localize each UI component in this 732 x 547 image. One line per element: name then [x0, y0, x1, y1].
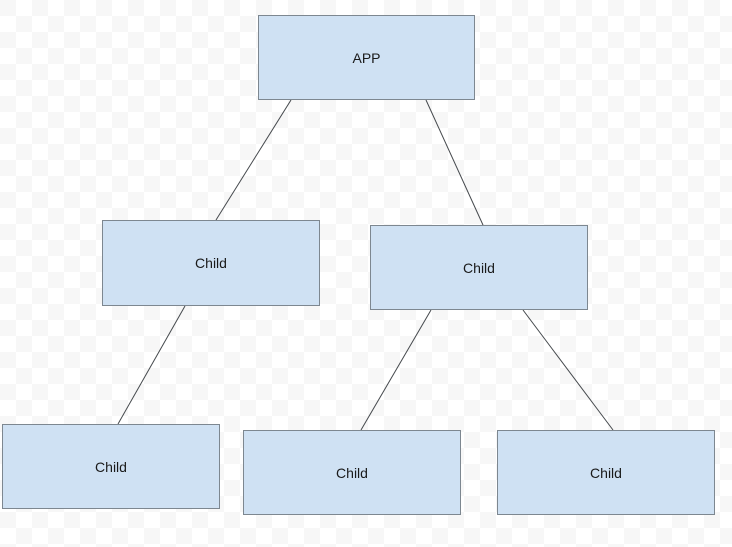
node-child-right-label: Child: [463, 259, 495, 276]
edge-child-right-to-bottom-middle[interactable]: [360, 309, 432, 431]
node-app-label: APP: [352, 49, 381, 66]
node-child-bottom-left[interactable]: Child: [2, 424, 220, 509]
node-app[interactable]: APP: [258, 15, 475, 100]
node-child-left-label: Child: [195, 255, 227, 271]
node-child-right[interactable]: Child: [370, 225, 588, 310]
node-child-left[interactable]: Child: [102, 220, 320, 306]
node-child-bottom-middle[interactable]: Child: [243, 430, 461, 515]
edge-child-left-to-bottom-left[interactable]: [117, 305, 186, 425]
edge-app-to-child-left[interactable]: [215, 99, 292, 221]
node-child-bottom-right[interactable]: Child: [497, 430, 715, 515]
edge-app-to-child-right[interactable]: [425, 99, 484, 226]
edge-child-right-to-bottom-right[interactable]: [522, 309, 614, 431]
node-child-bottom-right-label: Child: [590, 464, 622, 481]
node-child-bottom-middle-label: Child: [336, 464, 368, 481]
node-child-bottom-left-label: Child: [95, 458, 127, 475]
